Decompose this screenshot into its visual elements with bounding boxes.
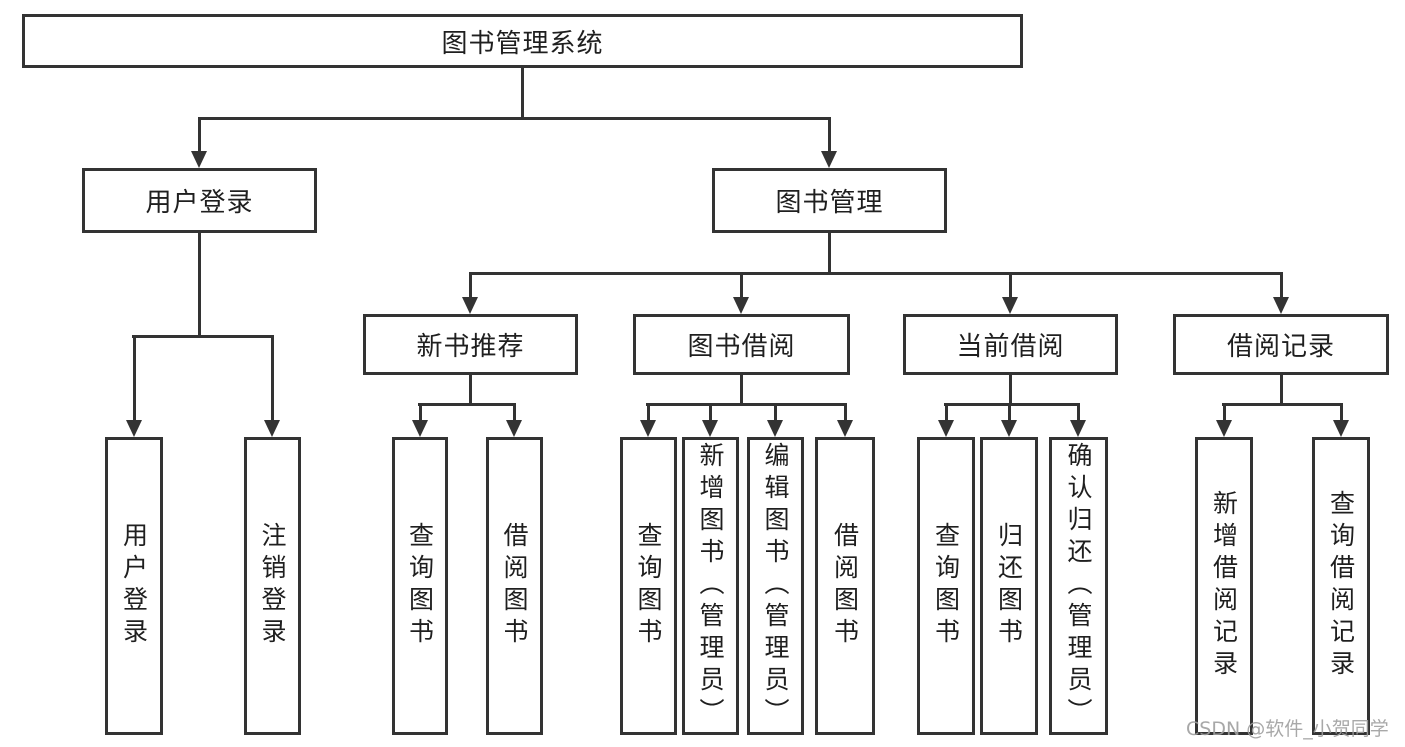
node-system-root: 图书管理系统 [22,14,1023,68]
leaf-label: 新增借阅记录 [1209,490,1239,682]
connector-borrow-stem [740,375,743,406]
arrow-down-icon [126,420,142,437]
arrow-down-icon [1001,420,1017,437]
connector-arrow-shaft [1008,403,1011,420]
leaf-label: 查询借阅记录 [1326,490,1356,682]
leaf-label: 确认归还（管理员） [1064,442,1093,730]
connector-book-mgmt-stem [828,233,831,275]
leaf-borrow-books-recommend: 借阅图书 [486,437,543,735]
arrow-down-icon [702,420,718,437]
connector-arrow-shaft [513,403,516,420]
connector-arrow-shaft [1340,403,1343,420]
csdn-watermark: CSDN @软件_小贺同学 [1186,718,1389,740]
arrow-down-icon [1216,420,1232,437]
leaf-edit-books-admin: 编辑图书（管理员） [747,437,804,735]
leaf-user-login: 用户登录 [105,437,163,735]
leaf-query-books-current: 查询图书 [917,437,975,735]
arrow-down-icon [837,420,853,437]
arrow-down-icon [640,420,656,437]
node-book-management: 图书管理 [712,168,947,233]
node-label: 新书推荐 [416,332,525,362]
leaf-label: 借阅图书 [500,522,529,650]
connector-current-rail [944,403,1080,406]
connector-arrow-shaft [1223,403,1226,420]
arrow-down-icon [733,297,749,314]
connector-user-login-rail [132,335,274,338]
connector-arrow-shaft [133,335,136,420]
node-current-borrow: 当前借阅 [903,314,1118,375]
connector-arrow-shaft [419,403,422,420]
arrow-down-icon [191,151,207,168]
connector-arrow-shaft [469,272,472,297]
connector-arrow-shaft [271,335,274,420]
leaf-label: 查询图书 [634,522,663,650]
arrow-down-icon [1273,297,1289,314]
connector-recommend-rail [418,403,516,406]
leaf-label: 归还图书 [994,522,1024,650]
leaf-borrow-books: 借阅图书 [815,437,875,735]
connector-arrow-shaft [740,272,743,297]
arrow-down-icon [1002,297,1018,314]
connector-arrow-shaft [198,117,201,151]
arrow-down-icon [1333,420,1349,437]
leaf-add-books-admin: 新增图书（管理员） [682,437,739,735]
node-label: 当前借阅 [956,332,1065,362]
node-label: 借阅记录 [1226,332,1335,362]
connector-user-login-stem [198,233,201,338]
leaf-label: 查询图书 [405,522,435,650]
leaf-label: 新增图书（管理员） [696,442,725,730]
connector-records-stem [1280,375,1283,406]
node-user-login: 用户登录 [82,168,317,233]
leaf-label: 编辑图书（管理员） [761,442,790,730]
connector-arrow-shaft [709,403,712,420]
leaf-return-books: 归还图书 [980,437,1038,735]
connector-records-rail [1222,403,1342,406]
node-book-borrow: 图书借阅 [633,314,850,375]
leaf-query-books-recommend: 查询图书 [392,437,448,735]
leaf-label: 查询图书 [931,522,961,650]
leaf-label: 注销登录 [258,522,287,650]
leaf-logout: 注销登录 [244,437,301,735]
connector-recommend-stem [469,375,472,406]
arrow-down-icon [821,151,837,168]
arrow-down-icon [506,420,522,437]
arrow-down-icon [938,420,954,437]
connector-arrow-shaft [844,403,847,420]
leaf-add-borrow-record: 新增借阅记录 [1195,437,1253,735]
node-label: 用户登录 [145,188,254,218]
arrow-down-icon [462,297,478,314]
connector-arrow-shaft [1009,272,1012,297]
arrow-down-icon [767,420,783,437]
connector-current-stem [1009,375,1012,406]
node-label: 图书借阅 [687,332,796,362]
connector-root-rail [198,117,831,120]
node-label: 图书管理 [775,188,884,218]
connector-book-mgmt-rail [469,272,1283,275]
connector-arrow-shaft [945,403,948,420]
connector-arrow-shaft [1280,272,1283,297]
node-borrow-records: 借阅记录 [1173,314,1389,375]
leaf-label: 用户登录 [119,522,149,650]
node-label: 图书管理系统 [441,28,604,59]
connector-arrow-shaft [774,403,777,420]
arrow-down-icon [412,420,428,437]
connector-arrow-shaft [828,117,831,151]
arrow-down-icon [264,420,280,437]
connector-root-stem [521,68,524,120]
connector-arrow-shaft [1077,403,1080,420]
node-new-book-recommend: 新书推荐 [363,314,578,375]
leaf-label: 借阅图书 [830,522,860,650]
leaf-query-borrow-record: 查询借阅记录 [1312,437,1370,735]
leaf-confirm-return-admin: 确认归还（管理员） [1049,437,1108,735]
arrow-down-icon [1070,420,1086,437]
connector-arrow-shaft [647,403,650,420]
connector-borrow-rail [646,403,846,406]
leaf-query-books-borrow: 查询图书 [620,437,677,735]
